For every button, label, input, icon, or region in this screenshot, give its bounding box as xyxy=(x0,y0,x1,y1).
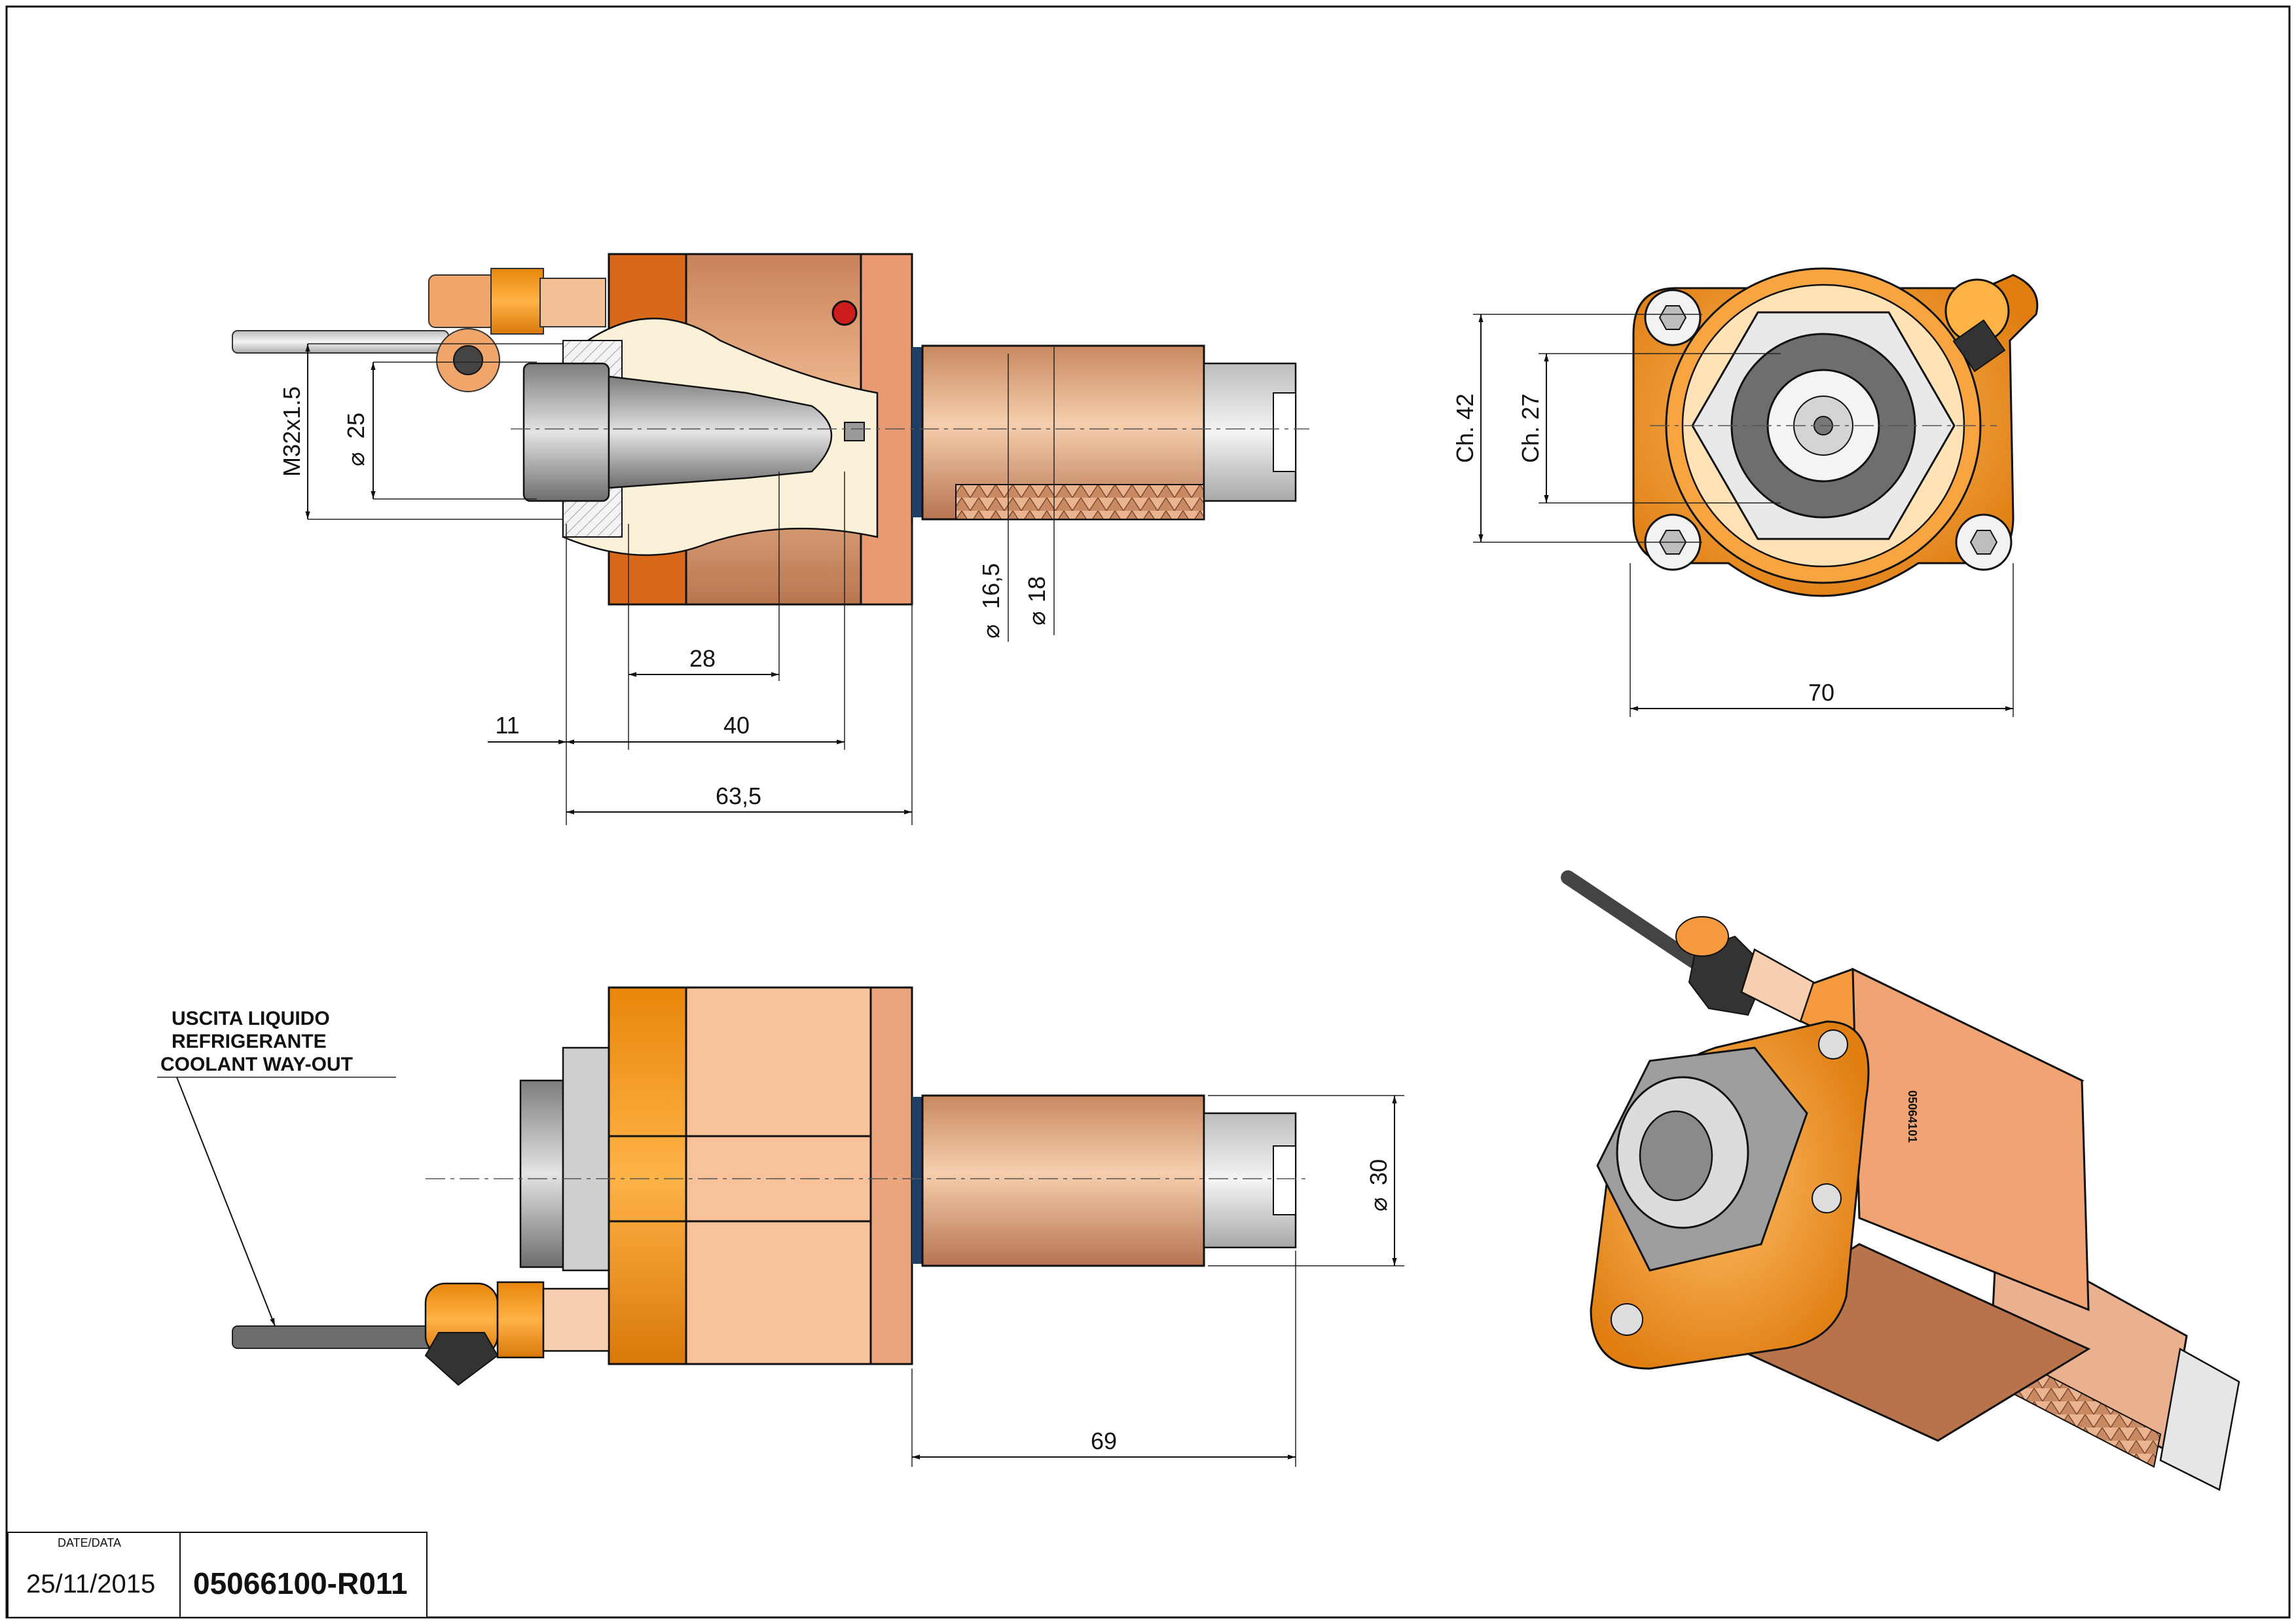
dim-d18-symbol: ⌀ xyxy=(1023,611,1050,625)
side-front-flange xyxy=(608,986,689,1365)
spindle-pin xyxy=(844,422,865,441)
side-fitting-body xyxy=(496,1281,545,1359)
coolant-fitting-nut xyxy=(490,268,544,335)
dim-63-5: 63,5 xyxy=(716,783,761,809)
iso-bolt-1 xyxy=(1818,1029,1848,1060)
dim-d30-symbol: ⌀ xyxy=(1365,1197,1392,1211)
dim-ch42: Ch. 42 xyxy=(1451,394,1478,463)
dim-d25: 25 xyxy=(342,413,369,439)
side-shank xyxy=(921,1094,1205,1267)
dim-d30: 30 xyxy=(1365,1159,1392,1185)
side-fitting-sleeve xyxy=(542,1287,610,1352)
title-block-date-label: DATE/DATA xyxy=(58,1536,121,1549)
coolant-fitting-sleeve xyxy=(428,274,501,328)
side-dimensions: ⌀ 30 69 xyxy=(911,1095,1404,1467)
dim-11: 11 xyxy=(495,712,519,739)
note-line-2: REFRIGERANTE xyxy=(172,1031,327,1052)
o-ring xyxy=(912,347,922,517)
note-line-3: COOLANT WAY-OUT xyxy=(160,1054,353,1075)
iso-bolt-2 xyxy=(1812,1183,1842,1213)
section-dimensions: M32x1.5 ⌀ 25 ⌀ 16,5 ⌀ 18 28 11 40 63,5 xyxy=(278,343,1055,825)
side-drive-tang-slot xyxy=(1273,1145,1296,1215)
side-view xyxy=(232,986,1309,1386)
isometric-view: 05064101 xyxy=(1561,870,2240,1491)
dim-40: 40 xyxy=(723,712,750,739)
title-block: DATE/DATA 25/11/2015 05066100-R011 xyxy=(7,1532,428,1618)
dim-70: 70 xyxy=(1808,679,1834,706)
dim-d18: 18 xyxy=(1023,576,1050,602)
front-coolant-fitting xyxy=(1944,278,2010,373)
dim-28: 28 xyxy=(689,645,716,672)
side-collet-nut xyxy=(519,1079,564,1268)
iso-bolt-3 xyxy=(1611,1303,1643,1336)
section-view xyxy=(232,253,1309,606)
side-o-ring xyxy=(912,1097,922,1264)
dim-d25-symbol: ⌀ xyxy=(342,452,369,466)
iso-fitting-body xyxy=(1740,948,1815,1023)
collet-taper xyxy=(608,375,833,489)
side-housing-rear xyxy=(869,986,913,1365)
coolant-note: USCITA LIQUIDO REFRIGERANTE COOLANT WAY-… xyxy=(157,1008,396,1327)
side-coolant-tube xyxy=(232,1325,443,1349)
iso-coolant-tube xyxy=(1561,870,1722,983)
coolant-tube xyxy=(232,330,449,354)
fitting-banjo-bolt xyxy=(453,345,483,375)
sheet-border xyxy=(5,5,2291,1619)
title-block-code: 05066100-R011 xyxy=(193,1566,407,1600)
iso-fitting-banjo xyxy=(1675,916,1729,957)
iso-drive-tang xyxy=(2159,1348,2240,1491)
note-line-1: USCITA LIQUIDO xyxy=(172,1008,330,1029)
dim-d16-5-symbol: ⌀ xyxy=(977,624,1004,638)
collet-nut xyxy=(522,362,610,502)
dim-69: 69 xyxy=(1091,1428,1117,1454)
side-fitting-nut xyxy=(424,1332,499,1386)
drive-tang-slot xyxy=(1273,392,1296,472)
dim-d16-5: 16,5 xyxy=(977,563,1004,609)
iso-part-marking: 05064101 xyxy=(1906,1090,1919,1143)
front-dimensions: Ch. 42 Ch. 27 70 xyxy=(1451,314,2014,717)
coolant-fitting-body xyxy=(539,278,606,327)
title-block-date: 25/11/2015 xyxy=(26,1570,155,1598)
iso-collet-bore xyxy=(1639,1110,1713,1202)
red-plug xyxy=(831,300,858,326)
dim-ch27: Ch. 27 xyxy=(1517,394,1544,463)
front-view xyxy=(1632,267,2039,597)
front-bolt-bottom-right xyxy=(1955,513,2013,571)
front-bolt-top-left xyxy=(1644,289,1702,346)
dim-m32: M32x1.5 xyxy=(278,386,305,477)
shank-rack-teeth xyxy=(955,484,1205,520)
side-hex-nut xyxy=(562,1046,610,1272)
